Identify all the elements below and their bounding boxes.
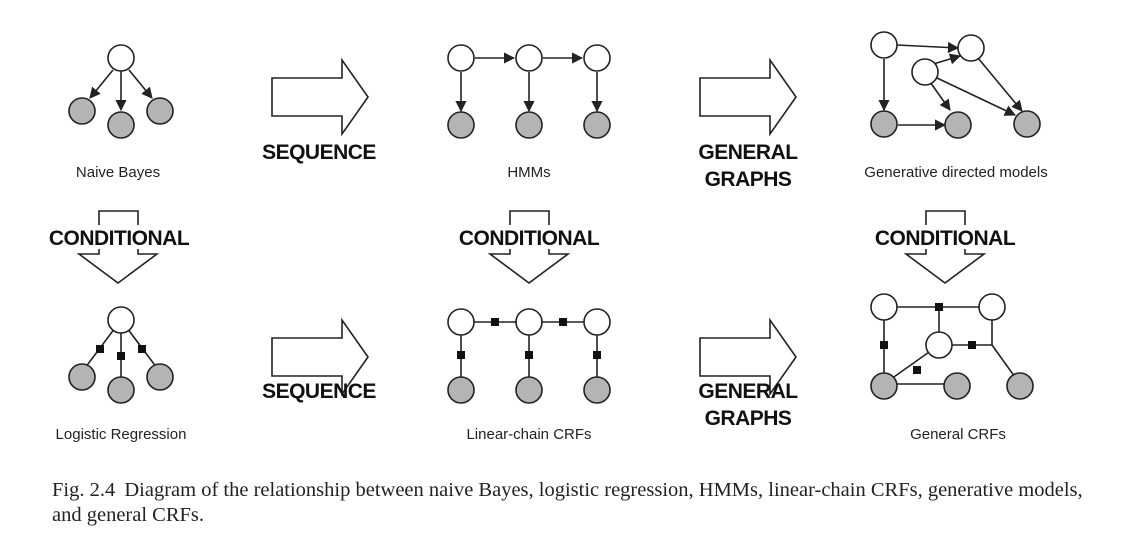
- observed-node: [146, 97, 174, 125]
- factor-node: [96, 345, 104, 353]
- hmms-label: HMMs: [507, 164, 550, 181]
- edge: [128, 69, 153, 99]
- observed-node: [68, 97, 96, 125]
- conditional-label-backdrop: [56, 225, 182, 249]
- logistic-regression-graph: [68, 306, 174, 404]
- figure-caption: Fig. 2.4 Diagram of the relationship bet…: [52, 478, 1092, 528]
- conditional-arrow-left: CONDITIONAL: [49, 210, 190, 284]
- hmm-graph: [447, 44, 611, 139]
- hidden-node: [978, 293, 1006, 321]
- graphs-label-top: GRAPHS: [705, 168, 792, 191]
- observed-node: [870, 372, 898, 400]
- conditional-arrow-middle: CONDITIONAL: [459, 210, 600, 284]
- observed-node: [107, 376, 135, 404]
- general-label-bottom: GENERAL: [698, 380, 798, 403]
- observed-node: [870, 110, 898, 138]
- factor-node: [559, 318, 567, 326]
- figure-number: Fig. 2.4: [52, 479, 116, 501]
- factor-node: [913, 366, 921, 374]
- factor-node: [935, 303, 943, 311]
- edge: [89, 69, 114, 99]
- linear-chain-crfs-label: Linear-chain CRFs: [466, 426, 591, 443]
- hidden-node: [870, 293, 898, 321]
- logistic-regression-label: Logistic Regression: [56, 426, 187, 443]
- observed-node: [515, 111, 543, 139]
- hidden-node: [107, 306, 135, 334]
- observed-node: [107, 111, 135, 139]
- hidden-node: [957, 34, 985, 62]
- conditional-label-backdrop: [466, 225, 592, 249]
- generative-directed-label: Generative directed models: [864, 164, 1047, 181]
- observed-node: [944, 111, 972, 139]
- hidden-node: [447, 308, 475, 336]
- observed-node: [1006, 372, 1034, 400]
- factor-node: [968, 341, 976, 349]
- factor-node: [491, 318, 499, 326]
- edge: [936, 77, 1017, 116]
- observed-node: [943, 372, 971, 400]
- hidden-node: [870, 31, 898, 59]
- general-crf-graph: [870, 293, 1034, 400]
- observed-node: [146, 363, 174, 391]
- generative-directed-graph: [870, 31, 1041, 139]
- hidden-node: [911, 58, 939, 86]
- hidden-node: [447, 44, 475, 72]
- sequence-arrow-top: [271, 57, 369, 137]
- figure-caption-text: Diagram of the relationship between naiv…: [52, 479, 1083, 526]
- sequence-label-top: SEQUENCE: [262, 141, 376, 164]
- factor-node: [525, 351, 533, 359]
- conditional-label-middle: CONDITIONAL: [459, 227, 600, 250]
- sequence-label-bottom: SEQUENCE: [262, 380, 376, 403]
- edge: [929, 81, 951, 111]
- observed-node: [1013, 110, 1041, 138]
- factor-node: [138, 345, 146, 353]
- general-crfs-label: General CRFs: [910, 426, 1006, 443]
- observed-node: [515, 376, 543, 404]
- linear-chain-crf-graph: [447, 308, 611, 404]
- observed-node: [583, 111, 611, 139]
- general-graphs-arrow-bottom: [699, 317, 797, 397]
- naive-bayes-graph: [68, 44, 174, 139]
- factor-node: [117, 352, 125, 360]
- factor-node: [880, 341, 888, 349]
- observed-node: [447, 376, 475, 404]
- edge: [977, 57, 1023, 112]
- observed-node: [447, 111, 475, 139]
- hidden-node: [515, 44, 543, 72]
- conditional-label-left: CONDITIONAL: [49, 227, 190, 250]
- observed-node: [583, 376, 611, 404]
- edge: [896, 41, 960, 54]
- hidden-node: [925, 331, 953, 359]
- hidden-node: [583, 308, 611, 336]
- hidden-node: [515, 308, 543, 336]
- conditional-label-backdrop: [882, 225, 1008, 249]
- sequence-arrow-bottom: [271, 317, 369, 397]
- factor-node: [593, 351, 601, 359]
- conditional-label-right: CONDITIONAL: [875, 227, 1016, 250]
- observed-node: [68, 363, 96, 391]
- factor-node: [457, 351, 465, 359]
- general-label-top: GENERAL: [698, 141, 798, 164]
- diagram-canvas: Naive Bayes HMMs Generative directed mod…: [49, 31, 1048, 443]
- general-graphs-arrow-top: [699, 57, 797, 137]
- naive-bayes-label: Naive Bayes: [76, 164, 160, 181]
- hidden-node: [107, 44, 135, 72]
- conditional-arrow-right: CONDITIONAL: [875, 210, 1016, 284]
- hidden-node: [583, 44, 611, 72]
- graphs-label-bottom: GRAPHS: [705, 407, 792, 430]
